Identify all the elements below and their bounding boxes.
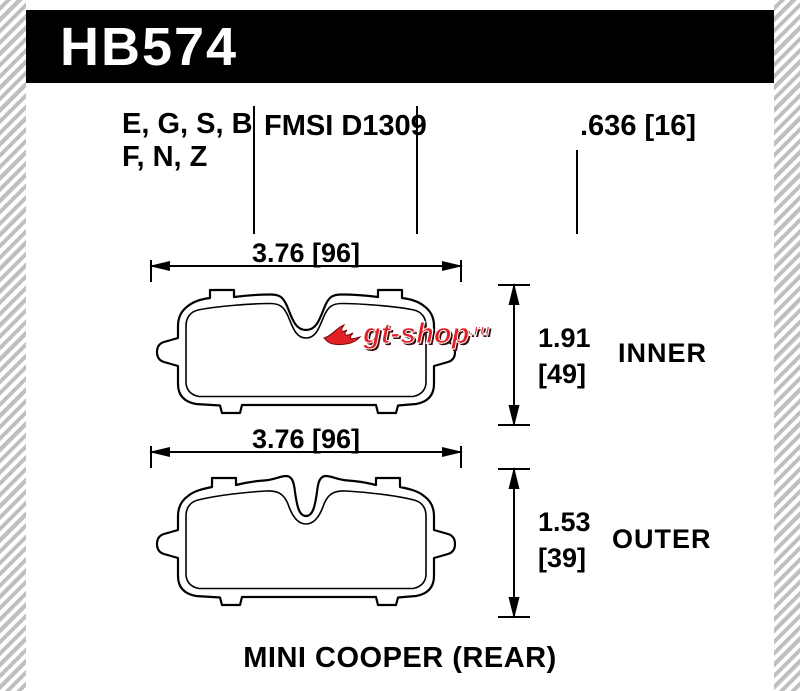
inner-pad-drawing: [148, 280, 464, 430]
watermark-tld: .ru: [469, 322, 490, 340]
thickness-leader-line: [576, 150, 578, 234]
right-hatch-border: [774, 0, 800, 691]
inner-pad-outline-icon: [155, 288, 457, 415]
spec-divider-2: [416, 106, 418, 234]
vehicle-application: MINI COOPER (REAR): [243, 642, 557, 674]
outer-pad-width-dim: 3.76 [96]: [251, 424, 361, 454]
outer-pad-height-mm: [39]: [538, 543, 587, 573]
part-number-header: HB574: [26, 10, 774, 83]
outer-pad-height-dim: 1.53 [39]: [538, 504, 591, 576]
inner-pad-height-mm: [49]: [538, 359, 587, 389]
inner-pad-height-in: 1.91: [538, 323, 591, 353]
outer-pad-height-arrow: [498, 466, 530, 620]
horizontal-dimension-arrow-icon: [149, 446, 463, 468]
outer-pad-width-arrow: [148, 444, 464, 470]
left-hatch-border: [0, 0, 26, 691]
vertical-dimension-arrow-icon: [498, 467, 530, 619]
part-number: HB574: [60, 16, 239, 77]
compound-letters-line1: E, G, S, B: [122, 108, 253, 140]
watermark: gt-shop.ru: [322, 318, 490, 351]
compound-letters-line2: F, N, Z: [122, 141, 208, 173]
flame-icon: [323, 323, 362, 345]
outer-pad-drawing: [148, 464, 464, 620]
spec-divider-1: [253, 106, 255, 234]
pad-thickness-dim: .636 [16]: [580, 110, 697, 142]
fmsi-number: FMSI D1309: [264, 110, 427, 142]
outer-pad-height-in: 1.53: [538, 507, 591, 537]
outer-pad-outline-icon: [155, 474, 457, 607]
inner-pad-height-arrow: [498, 282, 530, 428]
inner-pad-position-label: INNER: [618, 338, 708, 368]
outer-pad-position-label: OUTER: [612, 524, 712, 554]
inner-pad-width-arrow: [148, 258, 464, 284]
vertical-dimension-arrow-icon: [498, 283, 530, 427]
compound-letters: E, G, S, B F, N, Z: [122, 108, 253, 174]
horizontal-dimension-arrow-icon: [149, 260, 463, 282]
watermark-text: gt-shop.ru: [362, 318, 490, 351]
inner-pad-width-dim: 3.76 [96]: [251, 238, 361, 268]
inner-pad-height-dim: 1.91 [49]: [538, 320, 591, 392]
watermark-brand: gt-shop: [362, 318, 470, 351]
